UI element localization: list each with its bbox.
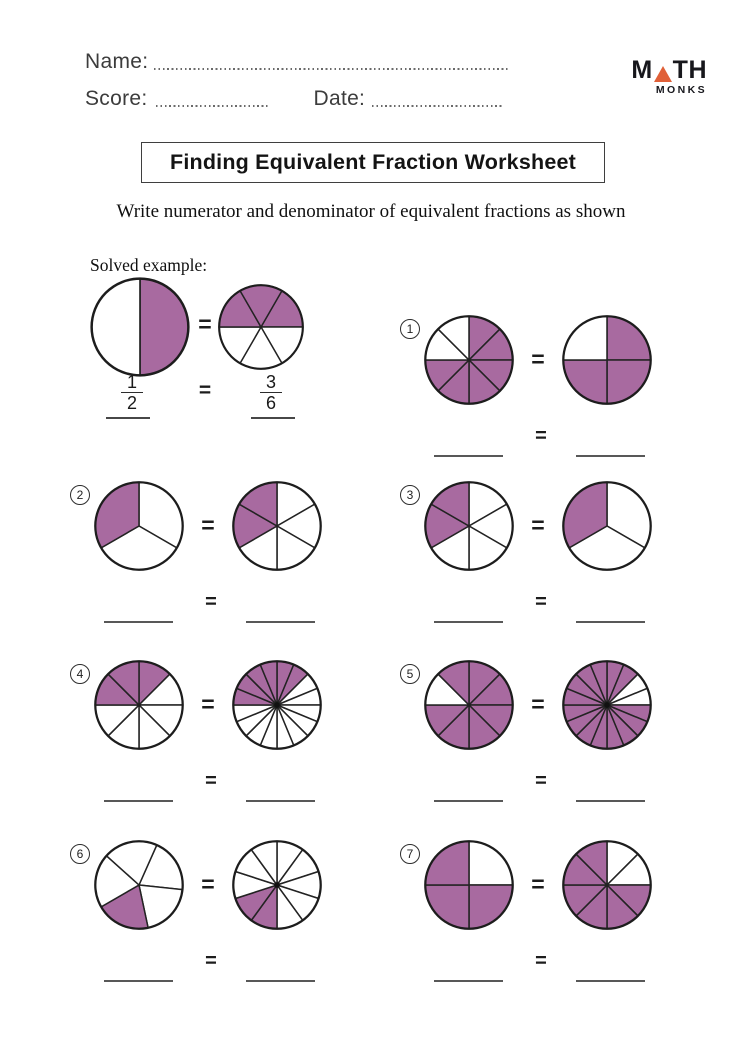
equals-sign: = bbox=[531, 691, 545, 717]
answer-blank-left[interactable] bbox=[434, 980, 503, 983]
problem: 3 = = bbox=[400, 479, 710, 644]
problem-number-badge: 4 bbox=[70, 664, 90, 684]
example-left-pie bbox=[88, 275, 192, 379]
answer-equals-sign: = bbox=[205, 591, 217, 613]
instruction-text: Write numerator and denominator of equiv… bbox=[116, 201, 626, 222]
answer-blank-right[interactable] bbox=[576, 800, 645, 803]
logo-monks-text: MONKS bbox=[655, 84, 707, 96]
answer-equals-sign: = bbox=[535, 425, 547, 447]
problem-left-pie bbox=[92, 479, 186, 573]
problem-left-pie bbox=[422, 658, 516, 752]
equals-sign: = bbox=[531, 871, 545, 897]
answer-blank-right[interactable] bbox=[246, 621, 315, 624]
answer-blank-left[interactable] bbox=[104, 980, 173, 983]
problem-number-badge: 2 bbox=[70, 485, 90, 505]
problem-left-pie bbox=[422, 313, 516, 407]
equals-sign: = bbox=[201, 512, 215, 538]
logo-letter-m: M bbox=[631, 56, 653, 84]
problem: 7 = = bbox=[400, 838, 710, 1003]
equals-sign: = bbox=[201, 691, 215, 717]
solved-example-label: Solved example: bbox=[90, 255, 208, 275]
problem-left-pie bbox=[92, 838, 186, 932]
fraction-numerator: 1 bbox=[126, 372, 137, 392]
answer-blank-left[interactable] bbox=[434, 800, 503, 803]
problem-right-pie bbox=[560, 658, 654, 752]
problem: 5 = = bbox=[400, 658, 710, 823]
problem-number-badge: 3 bbox=[400, 485, 420, 505]
fraction-denominator: 6 bbox=[260, 392, 282, 413]
problem-right-pie bbox=[560, 313, 654, 407]
example-right-underline bbox=[251, 417, 295, 420]
answer-blank-left[interactable] bbox=[104, 800, 173, 803]
problem-left-pie bbox=[422, 838, 516, 932]
problem-right-pie bbox=[560, 479, 654, 573]
problem-left-pie bbox=[92, 658, 186, 752]
problem-number-badge: 1 bbox=[400, 319, 420, 339]
problem: 2 = = bbox=[70, 479, 380, 644]
equals-sign: = bbox=[198, 379, 212, 402]
answer-equals-sign: = bbox=[535, 950, 547, 972]
example-left-underline bbox=[106, 417, 150, 420]
equals-sign: = bbox=[531, 346, 545, 372]
answer-blank-right[interactable] bbox=[576, 455, 645, 458]
score-input-line[interactable] bbox=[155, 105, 268, 107]
answer-equals-sign: = bbox=[205, 950, 217, 972]
score-date-row: Score: Date: bbox=[85, 87, 515, 111]
answer-equals-sign: = bbox=[205, 770, 217, 792]
problem-right-pie bbox=[560, 838, 654, 932]
logo-letters-th: TH bbox=[672, 56, 707, 84]
page-title: Finding Equivalent Fraction Worksheet bbox=[141, 142, 605, 183]
problem: 1 = = bbox=[400, 313, 710, 478]
answer-blank-right[interactable] bbox=[246, 980, 315, 983]
problem: 6 = = bbox=[70, 838, 380, 1003]
answer-blank-left[interactable] bbox=[434, 455, 503, 458]
problem-right-pie bbox=[230, 479, 324, 573]
page-title-text: Finding Equivalent Fraction Worksheet bbox=[170, 150, 576, 174]
fraction-numerator: 3 bbox=[265, 372, 276, 392]
answer-blank-left[interactable] bbox=[434, 621, 503, 624]
fraction-denominator: 2 bbox=[121, 392, 143, 413]
name-label: Name: bbox=[85, 50, 149, 73]
logo-wordmark: M TH bbox=[617, 58, 707, 83]
problem-left-pie bbox=[422, 479, 516, 573]
problem-number-badge: 6 bbox=[70, 844, 90, 864]
answer-blank-right[interactable] bbox=[576, 980, 645, 983]
equals-sign: = bbox=[201, 871, 215, 897]
example-right-fraction: 3 6 bbox=[258, 373, 284, 413]
example-left-fraction: 1 2 bbox=[119, 373, 145, 413]
answer-equals-sign: = bbox=[535, 591, 547, 613]
example-right-pie bbox=[216, 282, 306, 372]
answer-equals-sign: = bbox=[535, 770, 547, 792]
problem: 4 = = bbox=[70, 658, 380, 823]
score-label: Score: bbox=[85, 87, 148, 110]
solved-example: = 1 2 = 3 6 bbox=[70, 275, 380, 435]
math-monks-logo: M TH MONKS bbox=[617, 58, 707, 97]
equals-sign: = bbox=[531, 512, 545, 538]
equals-sign: = bbox=[198, 311, 212, 337]
answer-blank-right[interactable] bbox=[576, 621, 645, 624]
logo-triangle-icon bbox=[653, 66, 672, 82]
name-input-line[interactable] bbox=[154, 68, 510, 70]
problem-number-badge: 7 bbox=[400, 844, 420, 864]
problem-right-pie bbox=[230, 838, 324, 932]
problem-right-pie bbox=[230, 658, 324, 752]
answer-blank-right[interactable] bbox=[246, 800, 315, 803]
date-input-line[interactable] bbox=[372, 105, 503, 107]
name-row: Name: bbox=[85, 50, 510, 74]
answer-blank-left[interactable] bbox=[104, 621, 173, 624]
date-label: Date: bbox=[313, 87, 366, 110]
problem-number-badge: 5 bbox=[400, 664, 420, 684]
